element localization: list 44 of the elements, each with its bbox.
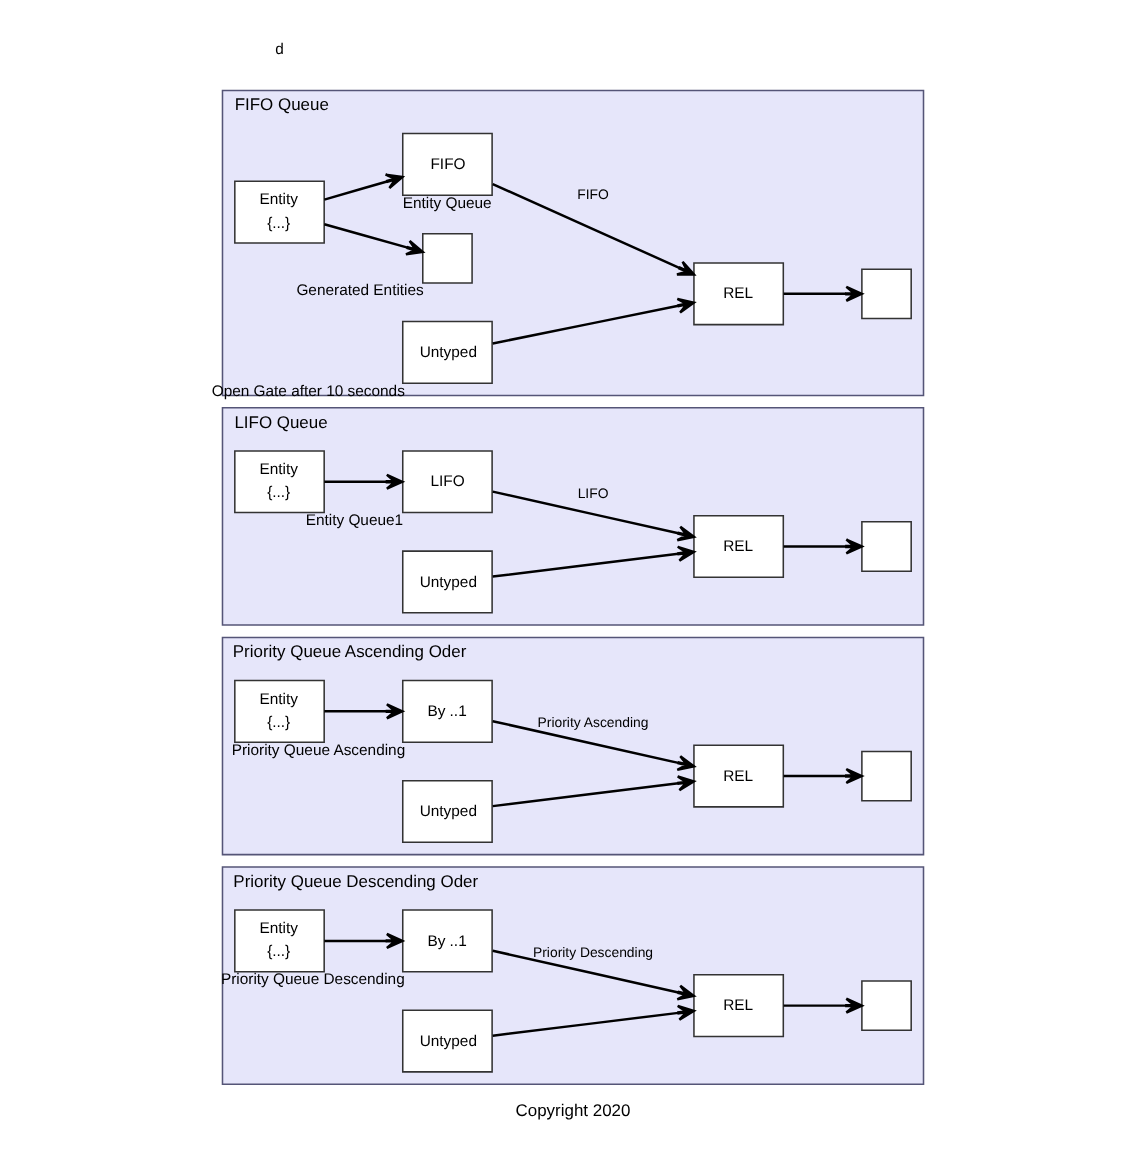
node-box: REL bbox=[693, 514, 785, 579]
node-label: Priority Queue Ascending bbox=[231, 740, 406, 759]
node-box: REL bbox=[693, 974, 785, 1038]
node-box: REL bbox=[693, 262, 785, 326]
arrow bbox=[783, 285, 863, 302]
node-box: Untyped bbox=[402, 1009, 493, 1073]
arrow bbox=[783, 997, 863, 1014]
arrow bbox=[492, 1004, 696, 1037]
node-box: By ..1 bbox=[402, 909, 493, 973]
node-box: REL bbox=[693, 744, 785, 808]
node-box: Untyped bbox=[402, 779, 493, 844]
node-box bbox=[861, 268, 912, 320]
arrow bbox=[324, 932, 404, 950]
node-box bbox=[422, 232, 473, 284]
arrow bbox=[492, 719, 696, 771]
arrow bbox=[324, 703, 404, 720]
arrow bbox=[492, 949, 696, 1001]
node-box bbox=[861, 750, 912, 802]
node-label: Entity Queue1 bbox=[305, 510, 404, 529]
node-box: LIFO bbox=[402, 450, 493, 514]
node-box: Entity {...} bbox=[234, 679, 325, 743]
node-box bbox=[861, 521, 912, 572]
node-box: Untyped bbox=[402, 320, 493, 384]
node-box: Untyped bbox=[402, 550, 493, 614]
node-box: FIFO bbox=[402, 132, 493, 196]
arrow bbox=[492, 182, 696, 276]
arrow bbox=[324, 473, 404, 490]
arrow bbox=[324, 173, 404, 201]
arrow bbox=[324, 223, 424, 256]
node-box bbox=[861, 980, 912, 1032]
node-box: By ..1 bbox=[402, 679, 493, 743]
caption: Copyright 2020 bbox=[515, 1100, 631, 1121]
node-box: Entity {...} bbox=[234, 909, 325, 973]
node-label: Entity Queue bbox=[402, 193, 492, 212]
node-label: Generated Entities bbox=[296, 281, 424, 300]
arrow bbox=[492, 775, 696, 808]
arrow bbox=[783, 538, 863, 555]
arrow bbox=[492, 545, 696, 578]
node-box: Entity {...} bbox=[234, 180, 325, 244]
node-box: Entity {...} bbox=[234, 450, 325, 514]
arrow bbox=[783, 767, 863, 785]
label: d bbox=[275, 40, 284, 59]
arrow bbox=[492, 490, 696, 542]
arrow bbox=[492, 297, 696, 345]
